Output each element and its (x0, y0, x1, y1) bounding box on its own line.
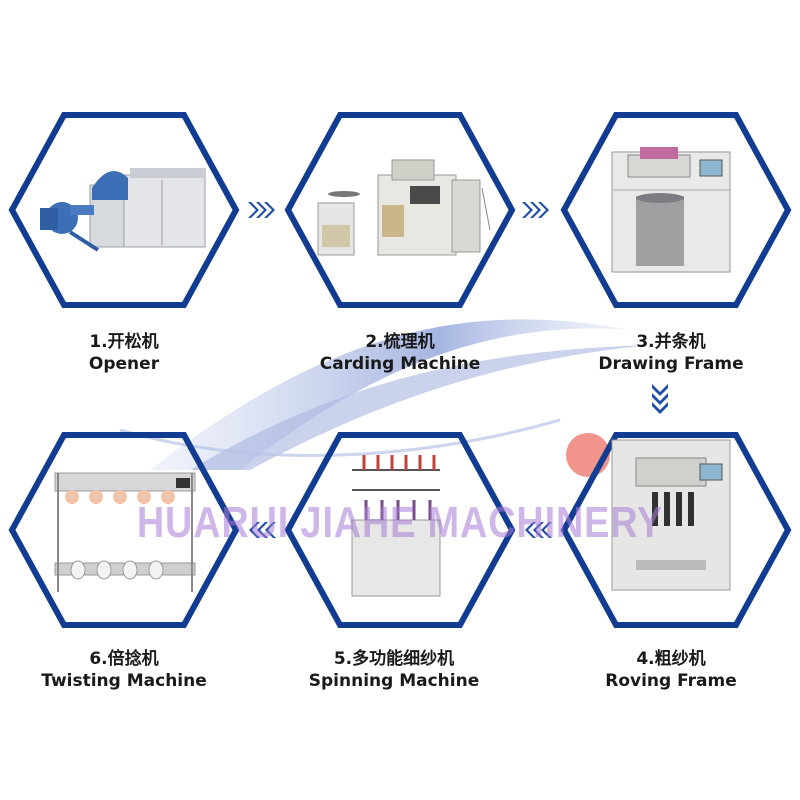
step-caption-spinning: 5.多功能细纱机 Spinning Machine (279, 648, 509, 692)
step-name-cn: 1.开松机 (89, 332, 159, 352)
step-name-cn: 5.多功能细纱机 (333, 649, 455, 669)
hexagon-frame-drawing (560, 112, 792, 308)
step-caption-opener: 1.开松机 Opener (9, 331, 239, 375)
step-name-en: Drawing Frame (598, 354, 744, 374)
step-name-en: Roving Frame (605, 671, 737, 691)
drawing-frame-image (611, 147, 731, 273)
spinning-machine-image (351, 455, 441, 597)
twisting-machine-image (54, 472, 196, 592)
hexagon-frame-twisting (8, 432, 240, 628)
step-caption-roving: 4.粗纱机 Roving Frame (556, 648, 786, 692)
triple-chevron-right-icon (522, 202, 549, 218)
triple-chevron-down-icon (652, 384, 668, 414)
background-swoosh (119, 319, 650, 470)
step-name-en: Spinning Machine (308, 671, 480, 691)
step-name-en: Carding Machine (319, 354, 481, 374)
roving-frame-image (611, 439, 731, 591)
opener-machine-image (40, 168, 206, 252)
step-name-en: Opener (88, 354, 160, 374)
company-watermark: HUARUI JIAHE MACHINERY (136, 498, 664, 547)
hexagon-frame-spinning (284, 432, 516, 628)
triple-chevron-left-icon (249, 522, 276, 538)
step-caption-twisting: 6.倍捻机 Twisting Machine (9, 648, 239, 692)
step-name-cn: 2.梳理机 (365, 332, 435, 352)
step-name-cn: 6.倍捻机 (89, 649, 159, 669)
hexagon-frame-carding (284, 112, 516, 308)
hexagon-frame-roving (560, 432, 792, 628)
step-name-cn: 4.粗纱机 (636, 649, 706, 669)
triple-chevron-left-icon (525, 522, 552, 538)
step-name-en: Twisting Machine (41, 671, 207, 691)
hexagon-frame-opener (8, 112, 240, 308)
carding-machine-image (317, 159, 491, 256)
step-caption-drawing: 3.并条机 Drawing Frame (556, 331, 786, 375)
triple-chevron-right-icon (248, 202, 275, 218)
step-name-cn: 3.并条机 (636, 332, 706, 352)
step-caption-carding: 2.梳理机 Carding Machine (285, 331, 515, 375)
